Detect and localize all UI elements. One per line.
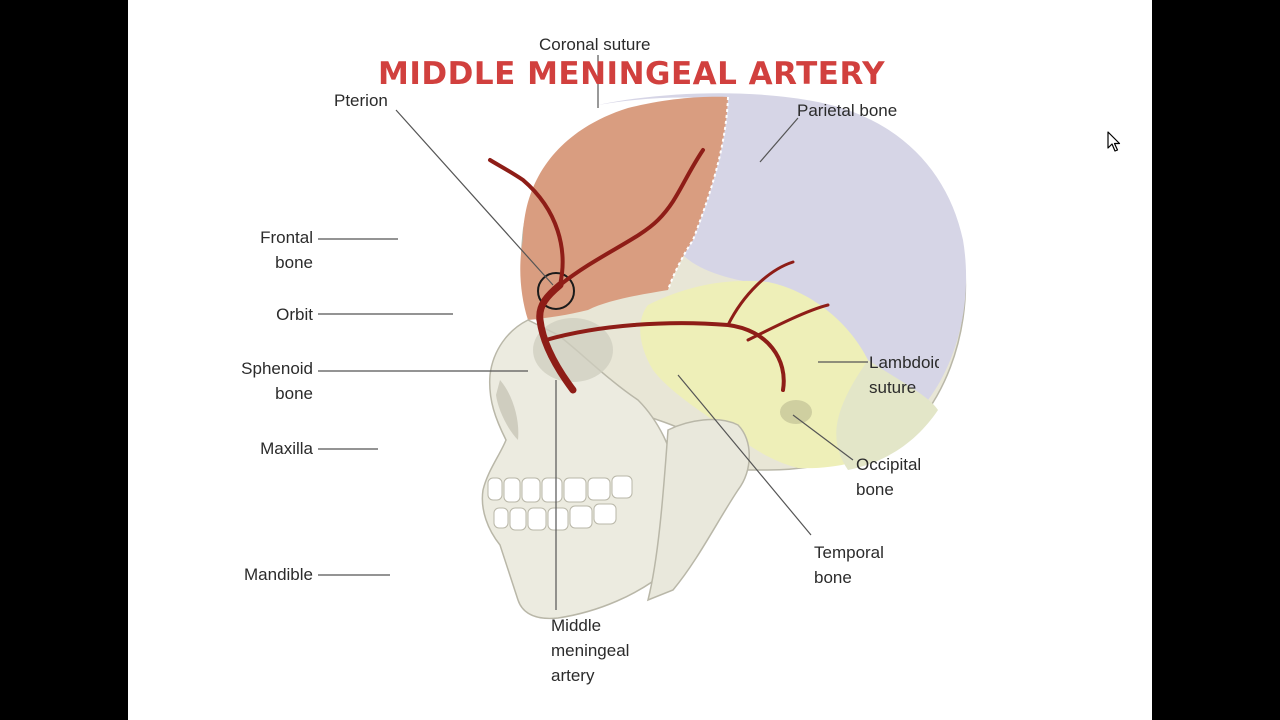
ear-canal xyxy=(780,400,812,424)
label-sphenoid-bone: Sphenoid bone xyxy=(241,359,313,403)
occipital-bone-region xyxy=(836,360,938,470)
frontal-bone-region xyxy=(520,96,728,320)
label-orbit: Orbit xyxy=(276,305,313,324)
label-maxilla: Maxilla xyxy=(260,439,313,458)
label-lambdoid-suture: Lambdoid suture xyxy=(869,353,939,397)
coronal-suture-line xyxy=(667,96,729,291)
label-mandible: Mandible xyxy=(244,565,313,584)
label-middle-meningeal-artery: Middle meningeal artery xyxy=(551,616,630,685)
leader-lines xyxy=(318,55,868,610)
label-temporal-bone: Temporal bone xyxy=(814,543,884,587)
parietal-bone-region xyxy=(598,93,967,400)
mouse-pointer-icon xyxy=(1107,131,1121,152)
lower-teeth xyxy=(493,503,617,531)
label-frontal-bone: Frontal bone xyxy=(260,228,313,272)
pterion-circle xyxy=(537,272,575,310)
face-skeleton xyxy=(481,319,679,620)
label-pterion: Pterion xyxy=(334,91,388,110)
skull-diagram xyxy=(318,55,967,620)
upper-teeth xyxy=(487,475,633,503)
mandible-ramus xyxy=(646,418,750,602)
label-coronal-suture: Coronal suture xyxy=(539,35,651,54)
slide-canvas: MIDDLE MENINGEAL ARTERY Coronal suture P… xyxy=(128,0,1152,720)
label-occipital-bone: Occipital bone xyxy=(856,455,922,499)
label-parietal-bone: Parietal bone xyxy=(797,101,898,120)
middle-meningeal-artery-vessel xyxy=(488,148,830,394)
diagram-title: MIDDLE MENINGEAL ARTERY xyxy=(378,56,886,92)
nasal-cavity xyxy=(496,380,519,440)
